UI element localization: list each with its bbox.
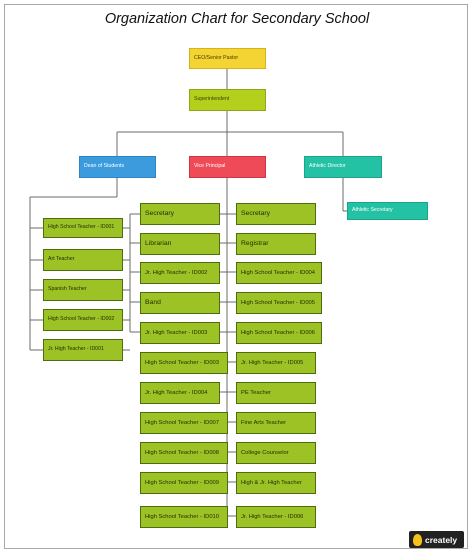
vp-left-label: Jr. High Teacher - ID004 xyxy=(145,389,208,396)
vp-right-label: Secretary xyxy=(241,210,271,218)
vp-left-node[interactable]: High School Teacher - ID010 xyxy=(140,506,228,528)
node-athletic-secretary-label: Athletic Secretary xyxy=(352,207,393,214)
dean-staff-label: High School Teacher - ID002 xyxy=(48,316,115,323)
node-athletic-secretary[interactable]: Athletic Secretary xyxy=(347,202,428,220)
vp-left-label: Band xyxy=(145,299,161,307)
vp-right-label: College Counselor xyxy=(241,449,289,456)
vp-right-label: Jr. High Teacher - ID005 xyxy=(241,359,304,366)
dean-staff-label: Art Teacher xyxy=(48,256,75,263)
vp-right-node[interactable]: Jr. High Teacher - ID005 xyxy=(236,352,316,374)
node-vice-principal[interactable]: Vice Principal xyxy=(189,156,266,178)
node-superintendent[interactable]: Superintendent xyxy=(189,89,266,111)
vp-left-node[interactable]: Jr. High Teacher - ID002 xyxy=(140,262,220,284)
vp-right-node[interactable]: Jr. High Teacher - ID006 xyxy=(236,506,316,528)
dean-staff-label: High School Teacher - ID001 xyxy=(48,224,115,231)
dean-staff-node[interactable]: High School Teacher - ID001 xyxy=(43,218,123,238)
dean-staff-node[interactable]: Art Teacher xyxy=(43,249,123,271)
node-dean-label: Dean of Students xyxy=(84,163,125,170)
vp-left-label: Jr. High Teacher - ID003 xyxy=(145,329,208,336)
node-ceo-label: CEO/Senior Pastor xyxy=(194,54,239,61)
vp-right-node[interactable]: High School Teacher - ID006 xyxy=(236,322,322,344)
creately-logo: creately xyxy=(409,531,464,548)
chart-frame xyxy=(4,4,468,549)
vp-left-label: High School Teacher - ID008 xyxy=(145,449,220,456)
vp-right-node[interactable]: High & Jr. High Teacher xyxy=(236,472,316,494)
vp-left-node[interactable]: Band xyxy=(140,292,220,314)
vp-right-label: High School Teacher - ID004 xyxy=(241,269,316,276)
dean-staff-node[interactable]: Jr. High Teacher - ID001 xyxy=(43,339,123,361)
node-athletic-director[interactable]: Athletic Director xyxy=(304,156,382,178)
vp-right-label: Jr. High Teacher - ID006 xyxy=(241,513,304,520)
node-ceo[interactable]: CEO/Senior Pastor xyxy=(189,48,266,69)
vp-right-label: Registrar xyxy=(241,240,269,248)
vp-left-node[interactable]: Secretary xyxy=(140,203,220,225)
vp-right-node[interactable]: Secretary xyxy=(236,203,316,225)
node-superintendent-label: Superintendent xyxy=(194,96,230,103)
vp-right-label: High School Teacher - ID006 xyxy=(241,329,316,336)
vp-right-label: High & Jr. High Teacher xyxy=(241,479,302,486)
vp-left-node[interactable]: High School Teacher - ID003 xyxy=(140,352,228,374)
dean-staff-node[interactable]: High School Teacher - ID002 xyxy=(43,309,123,331)
vp-left-node[interactable]: Jr. High Teacher - ID004 xyxy=(140,382,220,404)
vp-right-node[interactable]: Fine Arts Teacher xyxy=(236,412,316,434)
lightbulb-icon xyxy=(413,533,422,546)
node-dean-of-students[interactable]: Dean of Students xyxy=(79,156,156,178)
vp-left-label: High School Teacher - ID009 xyxy=(145,479,220,486)
vp-left-node[interactable]: High School Teacher - ID008 xyxy=(140,442,228,464)
vp-left-label: High School Teacher - ID007 xyxy=(145,419,220,426)
vp-right-node[interactable]: Registrar xyxy=(236,233,316,255)
vp-right-label: Fine Arts Teacher xyxy=(241,419,287,426)
vp-left-label: Jr. High Teacher - ID002 xyxy=(145,269,208,276)
vp-left-label: Secretary xyxy=(145,210,175,218)
vp-right-label: PE Teacher xyxy=(241,389,271,396)
logo-text: creately xyxy=(425,534,458,545)
vp-left-label: High School Teacher - ID003 xyxy=(145,359,220,366)
vp-right-node[interactable]: PE Teacher xyxy=(236,382,316,404)
vp-left-node[interactable]: High School Teacher - ID007 xyxy=(140,412,228,434)
vp-left-node[interactable]: Jr. High Teacher - ID003 xyxy=(140,322,220,344)
vp-left-label: Librarian xyxy=(145,240,172,248)
vp-right-node[interactable]: High School Teacher - ID004 xyxy=(236,262,322,284)
chart-title: Organization Chart for Secondary School xyxy=(104,11,370,27)
dean-staff-label: Spanish Teacher xyxy=(48,286,87,293)
node-vice-principal-label: Vice Principal xyxy=(194,163,226,170)
dean-staff-node[interactable]: Spanish Teacher xyxy=(43,279,123,301)
vp-left-label: High School Teacher - ID010 xyxy=(145,513,220,520)
vp-right-label: High School Teacher - ID005 xyxy=(241,299,316,306)
node-athletic-director-label: Athletic Director xyxy=(309,163,346,170)
dean-staff-label: Jr. High Teacher - ID001 xyxy=(48,346,104,353)
vp-left-node[interactable]: High School Teacher - ID009 xyxy=(140,472,228,494)
vp-right-node[interactable]: College Counselor xyxy=(236,442,316,464)
vp-left-node[interactable]: Librarian xyxy=(140,233,220,255)
vp-right-node[interactable]: High School Teacher - ID005 xyxy=(236,292,322,314)
